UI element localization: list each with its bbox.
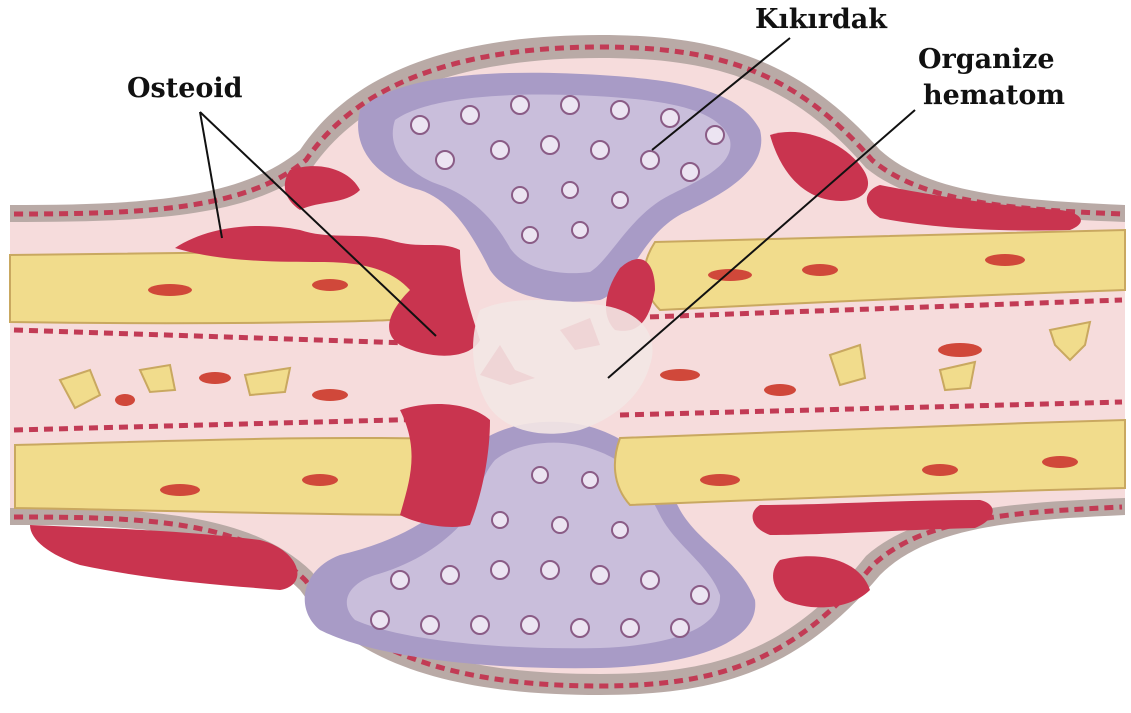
vessel: [199, 372, 231, 384]
chondrocyte: [541, 561, 559, 579]
chondrocyte: [591, 141, 609, 159]
label-hematoma-line2: hematom: [923, 80, 1065, 111]
vessel: [312, 279, 348, 291]
label-osteoid: Osteoid: [127, 73, 243, 104]
chondrocyte: [541, 136, 559, 154]
label-cartilage: Kıkırdak: [755, 4, 888, 35]
vessel: [302, 474, 338, 486]
vessel: [1042, 456, 1078, 468]
chondrocyte: [571, 619, 589, 637]
chondrocyte: [621, 619, 639, 637]
chondrocyte: [491, 561, 509, 579]
chondrocyte: [612, 522, 628, 538]
chondrocyte: [421, 616, 439, 634]
chondrocyte: [661, 109, 679, 127]
vessel: [115, 394, 135, 406]
chondrocyte: [671, 619, 689, 637]
vessel: [922, 464, 958, 476]
chondrocyte: [591, 566, 609, 584]
chondrocyte: [562, 182, 578, 198]
chondrocyte: [611, 101, 629, 119]
chondrocyte: [491, 141, 509, 159]
vessel: [764, 384, 796, 396]
chondrocyte: [411, 116, 429, 134]
chondrocyte: [681, 163, 699, 181]
chondrocyte: [561, 96, 579, 114]
chondrocyte: [436, 151, 454, 169]
chondrocyte: [691, 586, 709, 604]
chondrocyte: [706, 126, 724, 144]
vessel: [938, 343, 982, 357]
chondrocyte: [492, 512, 508, 528]
chondrocyte: [521, 616, 539, 634]
chondrocyte: [641, 571, 659, 589]
chondrocyte: [552, 517, 568, 533]
chondrocyte: [511, 96, 529, 114]
chondrocyte: [582, 472, 598, 488]
vessel: [160, 484, 200, 496]
label-hematoma-line1: Organize: [918, 44, 1055, 75]
vessel: [802, 264, 838, 276]
vessel: [660, 369, 700, 381]
chondrocyte: [641, 151, 659, 169]
vessel: [985, 254, 1025, 266]
chondrocyte: [532, 467, 548, 483]
chondrocyte: [471, 616, 489, 634]
vessel: [312, 389, 348, 401]
chondrocyte: [441, 566, 459, 584]
chondrocyte: [612, 192, 628, 208]
chondrocyte: [512, 187, 528, 203]
chondrocyte: [391, 571, 409, 589]
chondrocyte: [522, 227, 538, 243]
vessel: [700, 474, 740, 486]
chondrocyte: [461, 106, 479, 124]
vessel: [148, 284, 192, 296]
chondrocyte: [572, 222, 588, 238]
chondrocyte: [371, 611, 389, 629]
